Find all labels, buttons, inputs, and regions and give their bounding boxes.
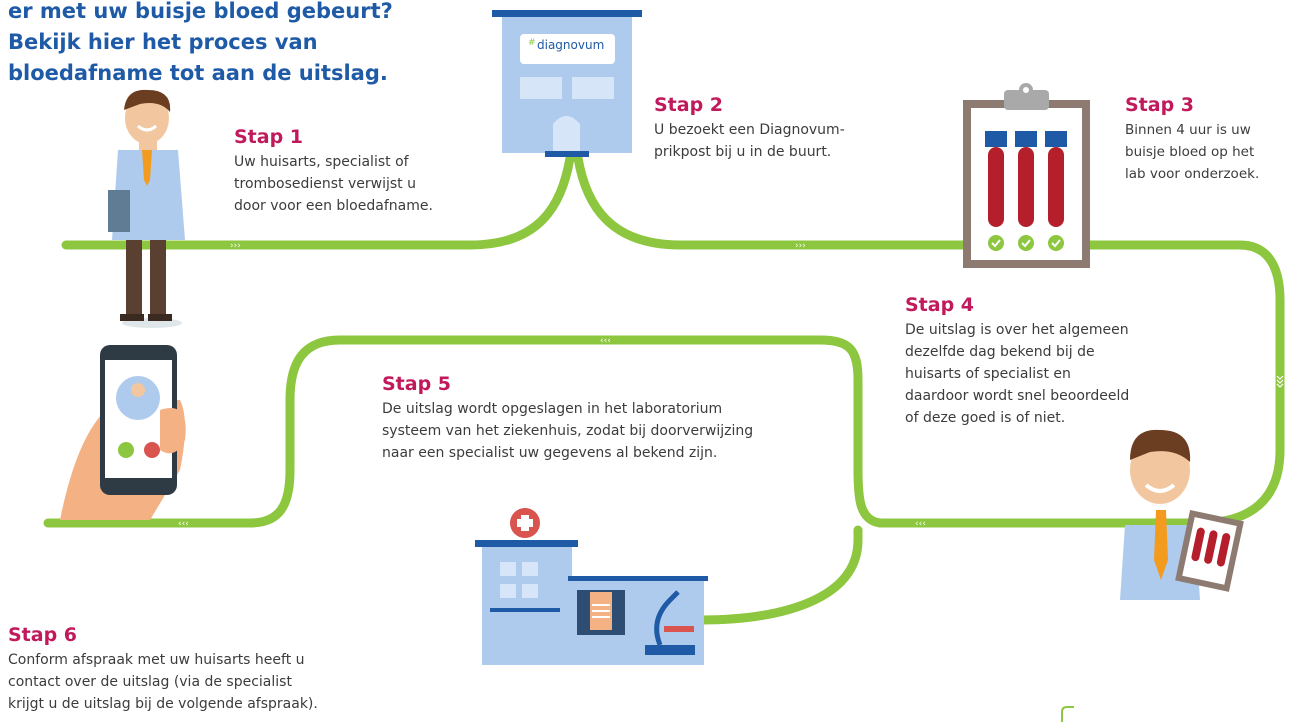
- path-marker-forward: ›››: [230, 241, 241, 251]
- decorative-outline: [1061, 706, 1074, 722]
- step-4-line: huisarts of specialist en: [905, 366, 1071, 382]
- path-marker-backward: ‹‹‹: [915, 519, 926, 529]
- step-2-line: U bezoekt een Diagnovum-: [654, 122, 845, 138]
- step-1-text: Uw huisarts, specialist of trombosediens…: [234, 151, 433, 217]
- step-3-line: buisje bloed op het: [1125, 144, 1255, 160]
- step-2: Stap 2 U bezoekt een Diagnovum- prikpost…: [654, 93, 845, 163]
- path-marker-backward: ‹‹‹: [600, 336, 611, 346]
- step-1-line: trombosedienst verwijst u: [234, 176, 416, 192]
- step-1-line: door voor een bloedafname.: [234, 198, 433, 214]
- step-4-title: Stap 4: [905, 294, 975, 316]
- phone-call-icon: [60, 345, 186, 520]
- step-5-line: De uitslag wordt opgeslagen in het labor…: [382, 401, 723, 417]
- path-marker-down: [1276, 375, 1284, 388]
- hospital-lab-icon: [475, 508, 708, 665]
- step-2-text: U bezoekt een Diagnovum- prikpost bij u …: [654, 119, 845, 163]
- step-6-line: contact over de uitslag (via de speciali…: [8, 674, 292, 690]
- intro-line: bloedafname tot aan de uitslag.: [8, 61, 388, 85]
- diagnovum-logo: diagnovum: [537, 38, 605, 52]
- step-5-line: systeem van het ziekenhuis, zodat bij do…: [382, 423, 754, 439]
- clipboard-blood-tubes-icon: [963, 83, 1090, 268]
- step-6-text: Conform afspraak met uw huisarts heeft u…: [8, 649, 318, 715]
- step-4-line: dezelfde dag bekend bij de: [905, 344, 1095, 360]
- step-6: Stap 6 Conform afspraak met uw huisarts …: [8, 623, 318, 715]
- step-3-line: Binnen 4 uur is uw: [1125, 122, 1251, 138]
- step-1-line: Uw huisarts, specialist of: [234, 154, 409, 170]
- step-3: Stap 3 Binnen 4 uur is uw buisje bloed o…: [1125, 93, 1259, 185]
- intro-line: Bekijk hier het proces van: [8, 30, 318, 54]
- intro-line: er met uw buisje bloed gebeurt?: [8, 0, 393, 23]
- doctor-with-clipboard-icon: [1120, 429, 1244, 600]
- step-6-line: Conform afspraak met uw huisarts heeft u: [8, 652, 305, 668]
- step-5-text: De uitslag wordt opgeslagen in het labor…: [382, 398, 753, 464]
- step-4-line: daardoor wordt snel beoordeeld: [905, 388, 1130, 404]
- step-4-text: De uitslag is over het algemeen dezelfde…: [905, 319, 1129, 429]
- step-3-text: Binnen 4 uur is uw buisje bloed op het l…: [1125, 119, 1259, 185]
- process-path: [43, 153, 1285, 625]
- step-2-title: Stap 2: [654, 94, 724, 116]
- step-4-line: De uitslag is over het algemeen: [905, 322, 1129, 338]
- step-4-line: of deze goed is of niet.: [905, 410, 1066, 426]
- step-3-line: lab voor onderzoek.: [1125, 166, 1260, 182]
- step-1: Stap 1 Uw huisarts, specialist of trombo…: [234, 125, 433, 217]
- step-5: Stap 5 De uitslag wordt opgeslagen in he…: [382, 372, 753, 464]
- step-4: Stap 4 De uitslag is over het algemeen d…: [905, 293, 1129, 429]
- step-3-title: Stap 3: [1125, 94, 1195, 116]
- doctor-icon: [108, 89, 185, 328]
- path-marker-backward: ‹‹‹: [178, 519, 189, 529]
- intro-heading: er met uw buisje bloed gebeurt? Bekijk h…: [8, 0, 528, 89]
- step-6-title: Stap 6: [8, 624, 78, 646]
- step-5-line: naar een specialist uw gegevens al beken…: [382, 445, 718, 461]
- step-5-title: Stap 5: [382, 373, 452, 395]
- step-2-line: prikpost bij u in de buurt.: [654, 144, 832, 160]
- svg-text:#: #: [528, 38, 536, 48]
- step-6-line: krijgt u de uitslag bij de volgende afsp…: [8, 696, 318, 712]
- step-1-title: Stap 1: [234, 126, 304, 148]
- diagnovum-building-icon: #: [492, 10, 642, 157]
- path-marker-forward: ›››: [795, 241, 806, 251]
